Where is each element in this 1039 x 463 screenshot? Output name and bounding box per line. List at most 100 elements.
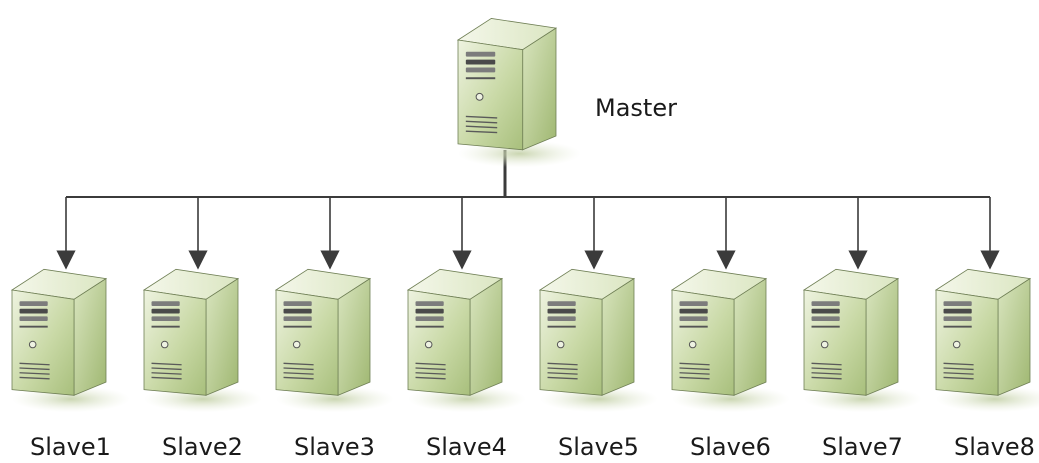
slave-label-6: Slave6 bbox=[690, 433, 771, 461]
vent-line bbox=[151, 367, 182, 371]
vent-line bbox=[19, 376, 50, 380]
vent-line bbox=[811, 362, 842, 366]
power-button bbox=[952, 340, 961, 349]
vent-line bbox=[151, 376, 182, 380]
server-side bbox=[522, 27, 557, 151]
vent-line bbox=[283, 372, 314, 375]
drive-bay bbox=[283, 316, 312, 322]
drive-bay bbox=[415, 316, 444, 322]
slave-label-7: Slave7 bbox=[822, 433, 903, 461]
drive-bay bbox=[283, 308, 312, 314]
vent-line bbox=[943, 362, 974, 366]
power-button bbox=[556, 340, 565, 349]
slave-label-8: Slave8 bbox=[954, 433, 1035, 461]
slave-node-5: Slave5 bbox=[538, 268, 658, 461]
vent-line bbox=[415, 362, 446, 366]
bay-line bbox=[151, 325, 180, 328]
power-button bbox=[475, 92, 484, 101]
power-button bbox=[424, 340, 433, 349]
connector-lines bbox=[56, 150, 1000, 270]
vent-line bbox=[415, 372, 446, 375]
vent-line bbox=[283, 362, 314, 366]
drive-bay bbox=[679, 301, 708, 306]
vent-line bbox=[679, 376, 710, 380]
shadow bbox=[936, 385, 1039, 413]
server-tower-icon bbox=[934, 268, 1039, 413]
server-side bbox=[205, 277, 239, 396]
vent-line bbox=[679, 362, 710, 366]
vent-line bbox=[465, 125, 498, 129]
drive-bay bbox=[151, 301, 180, 306]
vent-line bbox=[679, 372, 710, 375]
drive-bay bbox=[465, 67, 496, 73]
drive-bay bbox=[415, 308, 444, 314]
master-label: Master bbox=[595, 94, 677, 122]
drive-bay bbox=[465, 51, 496, 57]
slave-label-1: Slave1 bbox=[30, 433, 111, 461]
vent-line bbox=[943, 367, 974, 371]
vent-line bbox=[19, 362, 50, 366]
vent-line bbox=[465, 120, 498, 124]
drive-bay bbox=[547, 308, 576, 314]
drive-bay bbox=[151, 308, 180, 314]
master-server bbox=[456, 18, 581, 168]
server-side bbox=[733, 277, 767, 396]
server-tower-icon bbox=[406, 268, 526, 413]
vent-line bbox=[151, 362, 182, 366]
power-button bbox=[28, 340, 37, 349]
drive-bay bbox=[19, 301, 48, 306]
server-tower-icon bbox=[142, 268, 262, 413]
vent-line bbox=[465, 115, 498, 119]
drive-bay bbox=[943, 308, 972, 314]
slave-node-2: Slave2 bbox=[142, 268, 262, 461]
bay-line bbox=[943, 325, 972, 328]
vent-line bbox=[283, 376, 314, 380]
power-button bbox=[160, 340, 169, 349]
server-tower-icon bbox=[802, 268, 922, 413]
vent-line bbox=[19, 367, 50, 371]
drive-bay bbox=[415, 301, 444, 306]
drive-bay bbox=[943, 301, 972, 306]
power-button bbox=[292, 340, 301, 349]
server-tower-icon bbox=[10, 268, 130, 413]
vent-line bbox=[943, 372, 974, 375]
slave-label-2: Slave2 bbox=[162, 433, 243, 461]
vent-line bbox=[547, 362, 578, 366]
vent-line bbox=[811, 367, 842, 371]
vent-line bbox=[811, 376, 842, 380]
server-side bbox=[469, 277, 503, 396]
server-tower-icon bbox=[274, 268, 394, 413]
server-side bbox=[73, 277, 107, 396]
bay-line bbox=[811, 325, 840, 328]
vent-line bbox=[19, 372, 50, 375]
slave-node-8: Slave8 bbox=[934, 268, 1039, 461]
drive-bay bbox=[811, 316, 840, 322]
slave-node-3: Slave3 bbox=[274, 268, 394, 461]
bay-line bbox=[415, 325, 444, 328]
server-side bbox=[865, 277, 899, 396]
power-button bbox=[820, 340, 829, 349]
vent-line bbox=[679, 367, 710, 371]
bay-line bbox=[19, 325, 48, 328]
drive-bay bbox=[679, 316, 708, 322]
drive-bay bbox=[547, 301, 576, 306]
vent-line bbox=[547, 372, 578, 375]
server-side bbox=[337, 277, 371, 396]
slave-label-3: Slave3 bbox=[294, 433, 375, 461]
bay-line bbox=[465, 77, 496, 80]
drive-bay bbox=[679, 308, 708, 314]
slave-label-5: Slave5 bbox=[558, 433, 639, 461]
drive-bay bbox=[151, 316, 180, 322]
server-tower-icon bbox=[538, 268, 658, 413]
drive-bay bbox=[811, 301, 840, 306]
vent-line bbox=[547, 367, 578, 371]
vent-line bbox=[415, 367, 446, 371]
vent-line bbox=[811, 372, 842, 375]
server-side bbox=[997, 277, 1031, 396]
vent-line bbox=[547, 376, 578, 380]
drive-bay bbox=[19, 308, 48, 314]
master-server-icon bbox=[456, 18, 581, 168]
slave-node-4: Slave4 bbox=[406, 268, 526, 461]
